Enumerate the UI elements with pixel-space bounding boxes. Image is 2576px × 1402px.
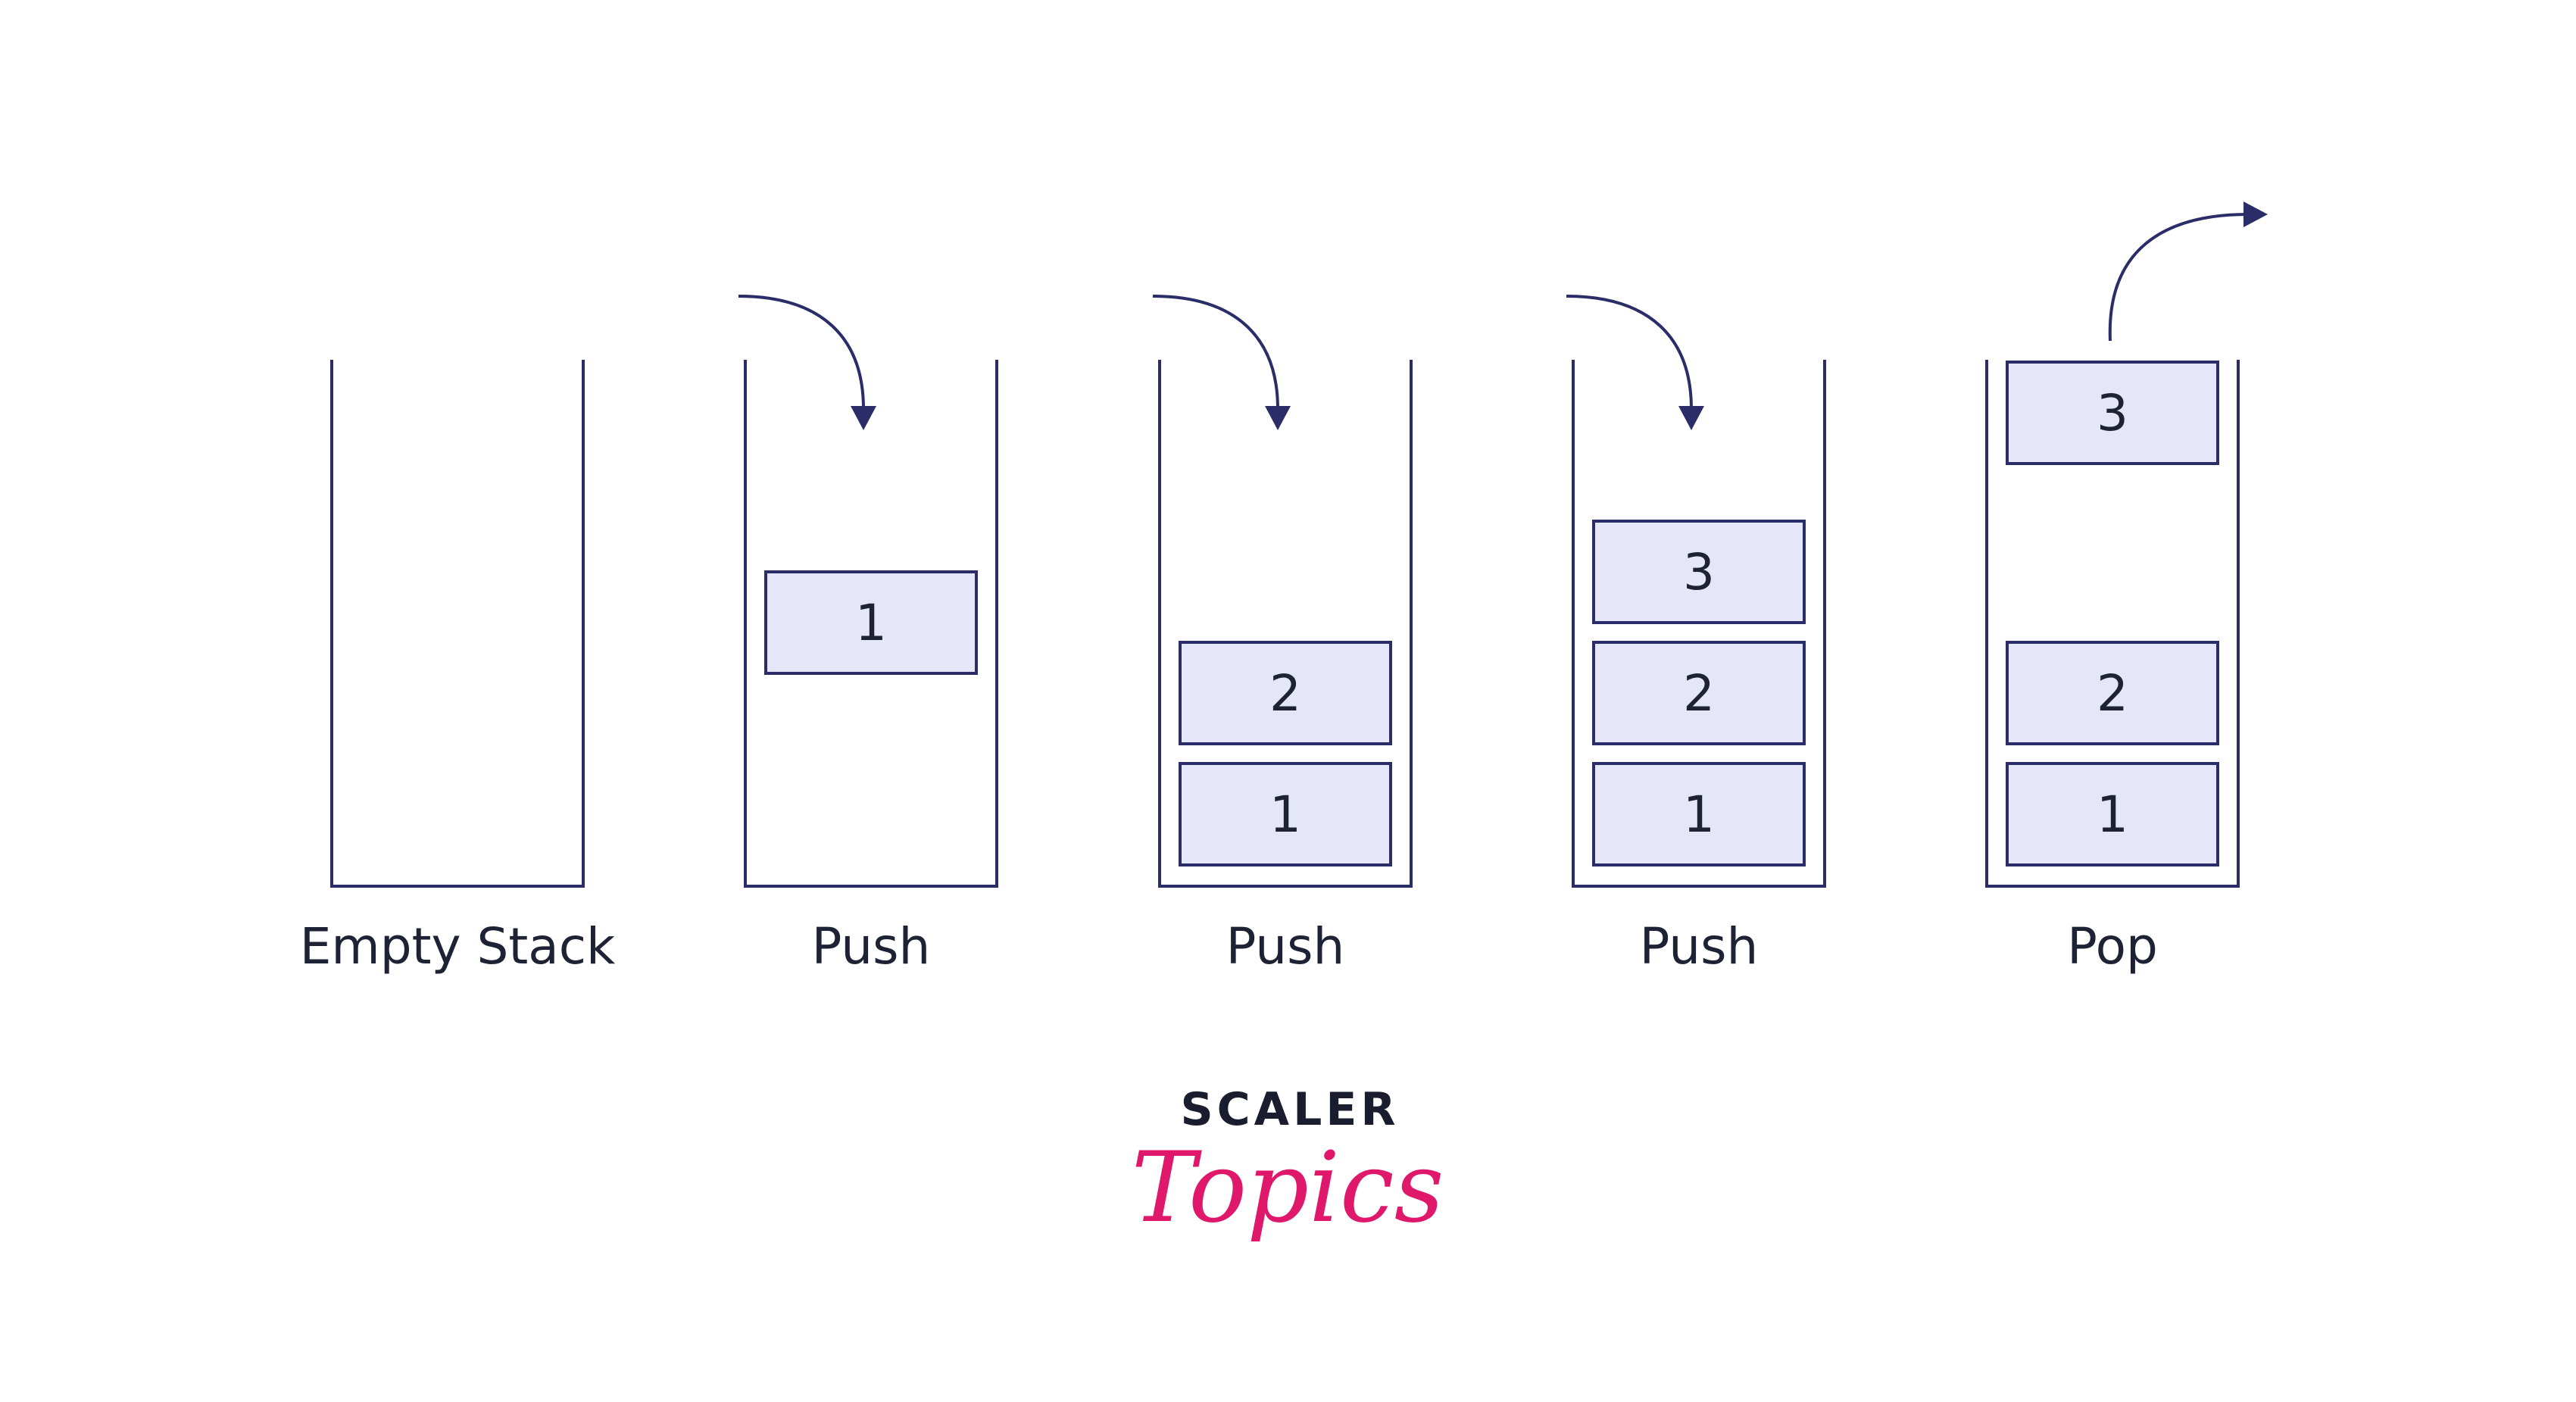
push-arrow-icon: [1152, 295, 1279, 410]
stack-caption: Push: [812, 917, 931, 976]
stack-item-box: [2006, 762, 2219, 866]
stack-item: 2: [1179, 641, 1392, 745]
stack-item-box: [764, 570, 978, 675]
arrowhead-icon: [851, 406, 876, 430]
stack-item-label: 1: [1683, 785, 1715, 844]
stack-container: [1158, 360, 1413, 888]
stack-item-label: 2: [1269, 664, 1301, 723]
stack-container: [1572, 360, 1826, 888]
arrowhead-icon: [2243, 201, 2268, 227]
arrowhead-icon: [1265, 406, 1291, 430]
popped-item-box: [2006, 361, 2219, 465]
pop-arrow-icon: [2108, 213, 2249, 342]
stack-container: [744, 360, 998, 888]
stack-item: 1: [1179, 762, 1392, 866]
stack-item-label: 1: [855, 594, 887, 652]
popped-item-label: 3: [2097, 384, 2128, 442]
scaler-topics-logo: SCALER Topics: [1132, 1083, 1444, 1244]
arrowhead-icon: [1678, 406, 1704, 430]
stack-item-label: 2: [2097, 664, 2128, 723]
stack-container: [1985, 360, 2240, 888]
stack-caption: Pop: [2067, 917, 2158, 976]
stack-item-box: [1592, 762, 1806, 866]
stack-item: 3: [1592, 520, 1806, 624]
stack-item-label: 3: [1683, 543, 1715, 601]
stack-item: 1: [2006, 762, 2219, 866]
push-arrow-icon: [1566, 295, 1693, 410]
logo-topics-text: Topics: [1132, 1132, 1444, 1244]
stack-item-label: 1: [1269, 785, 1301, 844]
stack-item: 1: [1592, 762, 1806, 866]
stack-item: 2: [1592, 641, 1806, 745]
stack-item: 1: [764, 570, 978, 675]
stack-item-box: [1179, 762, 1392, 866]
stack-item-box: [1179, 641, 1392, 745]
logo-scaler-text: SCALER: [1180, 1083, 1399, 1136]
stack-1: Empty Stack: [300, 360, 616, 976]
stack-item: 2: [2006, 641, 2219, 745]
stack-item-label: 2: [1683, 664, 1715, 723]
stack-item-box: [2006, 641, 2219, 745]
stack-caption: Push: [1640, 917, 1759, 976]
push-arrow-icon: [738, 295, 865, 410]
stack-caption: Empty Stack: [300, 917, 616, 976]
popped-item: 3: [2006, 361, 2219, 465]
stack-caption: Push: [1226, 917, 1345, 976]
stack-item-box: [1592, 520, 1806, 624]
stack-container: [330, 360, 585, 888]
stack-item-box: [1592, 641, 1806, 745]
stack-item-label: 1: [2097, 785, 2128, 844]
